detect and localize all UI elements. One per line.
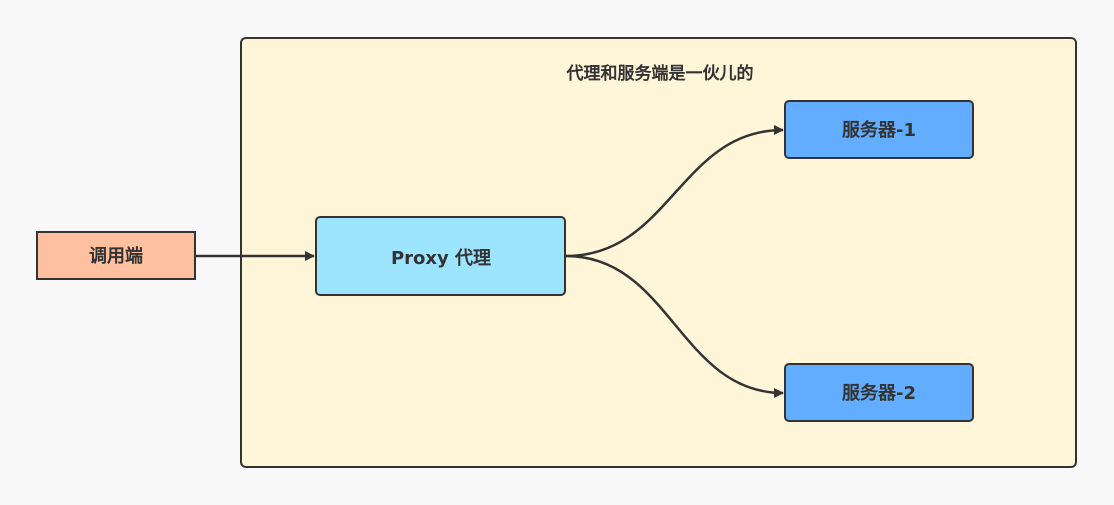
node-proxy-label: Proxy 代理 [391, 248, 491, 269]
node-caller: 调用端 [36, 231, 196, 280]
node-proxy: Proxy 代理 [315, 216, 566, 296]
node-server-1: 服务器-1 [784, 100, 974, 159]
node-server-2-label: 服务器-2 [842, 382, 916, 404]
node-server-2: 服务器-2 [784, 363, 974, 422]
edge-proxy-to-server-2 [565, 254, 784, 398]
edge-proxy-to-server-1 [565, 125, 784, 258]
node-server-1-label: 服务器-1 [842, 119, 916, 141]
node-caller-label: 调用端 [89, 246, 143, 267]
group-title: 代理和服务端是一伙儿的 [566, 63, 754, 84]
